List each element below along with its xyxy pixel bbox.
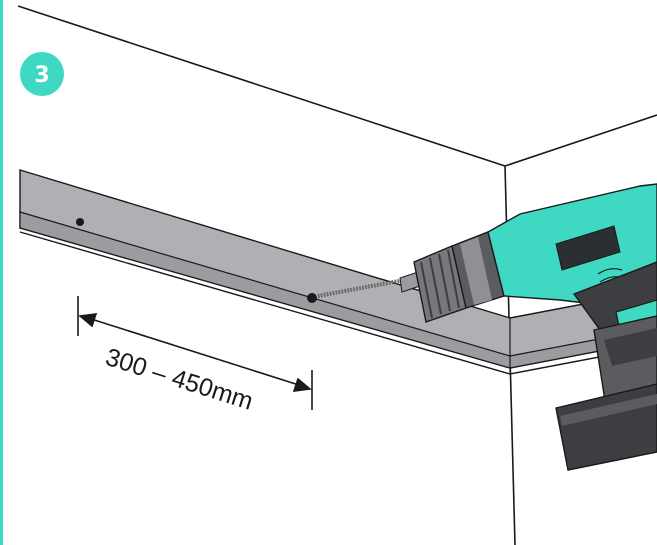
cordless-drill-icon — [399, 183, 657, 471]
dimension-arrow-right — [292, 377, 312, 392]
ceiling-line-right — [504, 114, 657, 167]
step-badge: 3 — [20, 52, 64, 96]
step-badge-circle — [20, 52, 64, 96]
dimension-arrow-left — [78, 313, 98, 328]
ceiling-line-left — [17, 5, 506, 167]
screw-icon — [317, 278, 405, 298]
dimension-marker — [77, 296, 313, 410]
screw-hole-2 — [307, 293, 317, 303]
left-accent-strip — [0, 0, 3, 545]
step-number: 3 — [34, 63, 49, 88]
dimension-label: 300 – 450mm — [102, 343, 256, 416]
dimension-line — [87, 317, 303, 387]
screw-hole-1 — [76, 218, 84, 226]
